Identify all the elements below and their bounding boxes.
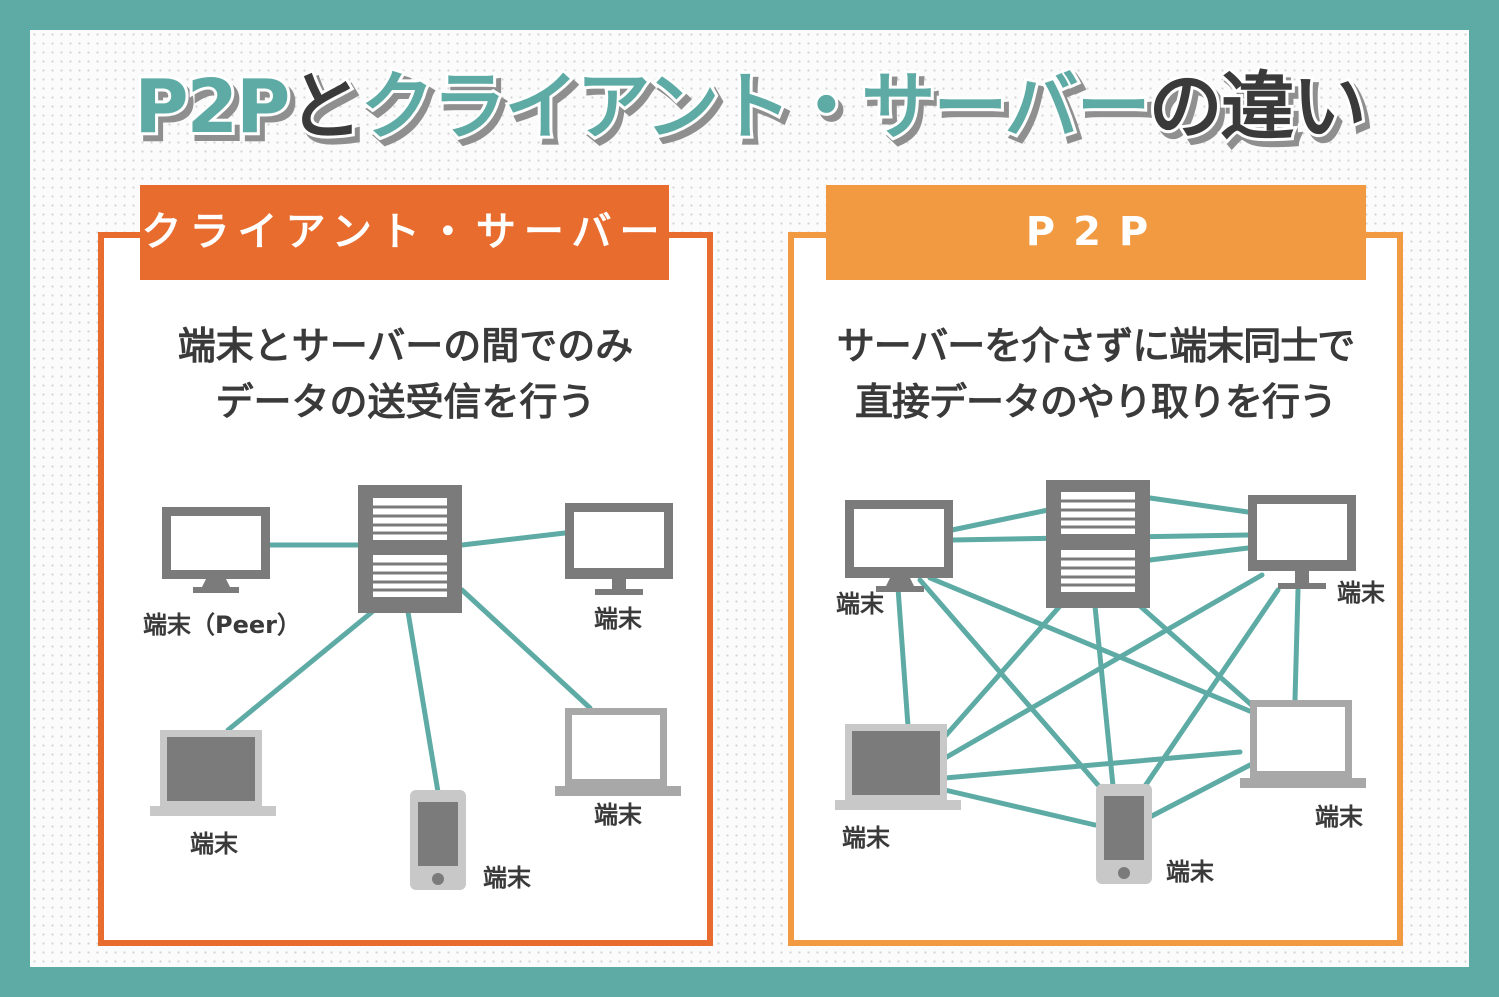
p2p-header: P2P: [826, 185, 1366, 280]
mesh-line: [942, 787, 1098, 828]
mesh-line: [1147, 495, 1251, 515]
laptop-right-icon: [555, 708, 681, 796]
p2p-laptop-right-icon: [1240, 700, 1366, 788]
label-laptop-right: 端末: [594, 801, 643, 829]
mesh-line: [1147, 545, 1251, 563]
title-difference: の違い: [1146, 61, 1370, 153]
p2p-monitor-right-icon: [1248, 495, 1356, 589]
p2p-server-icon: [1046, 480, 1150, 608]
p2p-label-monitor-right: 端末: [1337, 579, 1386, 607]
title-p2p: P2P: [131, 61, 293, 153]
mesh-line: [942, 749, 1243, 781]
peer-monitor-icon: [162, 507, 270, 593]
client-server-connections: [225, 530, 593, 795]
client-server-header: クライアント・サーバー: [140, 185, 669, 280]
title-to: と: [285, 61, 365, 153]
mesh-line: [1145, 762, 1253, 821]
p2p-description: サーバーを介さずに端末同士で 直接データのやり取りを行う: [788, 318, 1403, 430]
label-peer: 端末（Peer）: [143, 611, 301, 639]
mesh-line: [1137, 603, 1258, 711]
mesh-line: [1092, 603, 1116, 789]
p2p-label-monitor-left: 端末: [836, 590, 885, 618]
line-server-laptop-left: [225, 609, 375, 733]
client-server-description-line-1: 端末とサーバーの間でのみ: [177, 324, 634, 368]
mesh-line: [949, 507, 1051, 533]
mesh-line: [895, 585, 911, 729]
page-title: P2Pとクライアント・サーバーの違い: [0, 61, 1499, 153]
mesh-line: [927, 575, 1255, 715]
label-laptop-left: 端末: [190, 830, 239, 858]
mesh-line: [917, 577, 1101, 788]
p2p-laptop-left-icon: [835, 724, 961, 810]
label-phone: 端末: [483, 864, 532, 892]
monitor-right-icon: [565, 503, 673, 595]
title-client-server: クライアント・サーバー: [357, 61, 1153, 153]
p2p-description-line-2: 直接データのやり取りを行う: [854, 380, 1337, 424]
mesh-line: [1142, 587, 1281, 789]
p2p-phone-icon: [1096, 784, 1152, 884]
p2p-label-laptop-right: 端末: [1315, 803, 1364, 831]
server-icon: [358, 485, 462, 613]
p2p-connections: [895, 495, 1301, 828]
laptop-left-icon: [150, 730, 276, 816]
label-monitor-right: 端末: [594, 605, 643, 633]
p2p-label-phone: 端末: [1166, 858, 1215, 886]
client-server-description: 端末とサーバーの間でのみ データの送受信を行う: [98, 318, 713, 430]
line-server-phone: [405, 609, 441, 795]
line-server-laptop-right: [459, 587, 593, 711]
p2p-description-line-1: サーバーを介さずに端末同士で: [836, 324, 1356, 368]
mesh-line: [937, 603, 1063, 745]
mesh-line: [1292, 587, 1301, 703]
p2p-label-laptop-left: 端末: [842, 824, 891, 852]
client-server-description-line-2: データの送受信を行う: [215, 380, 596, 424]
phone-icon: [410, 790, 466, 890]
p2p-monitor-left-icon: [845, 500, 953, 592]
line-server-monitor: [459, 530, 568, 548]
